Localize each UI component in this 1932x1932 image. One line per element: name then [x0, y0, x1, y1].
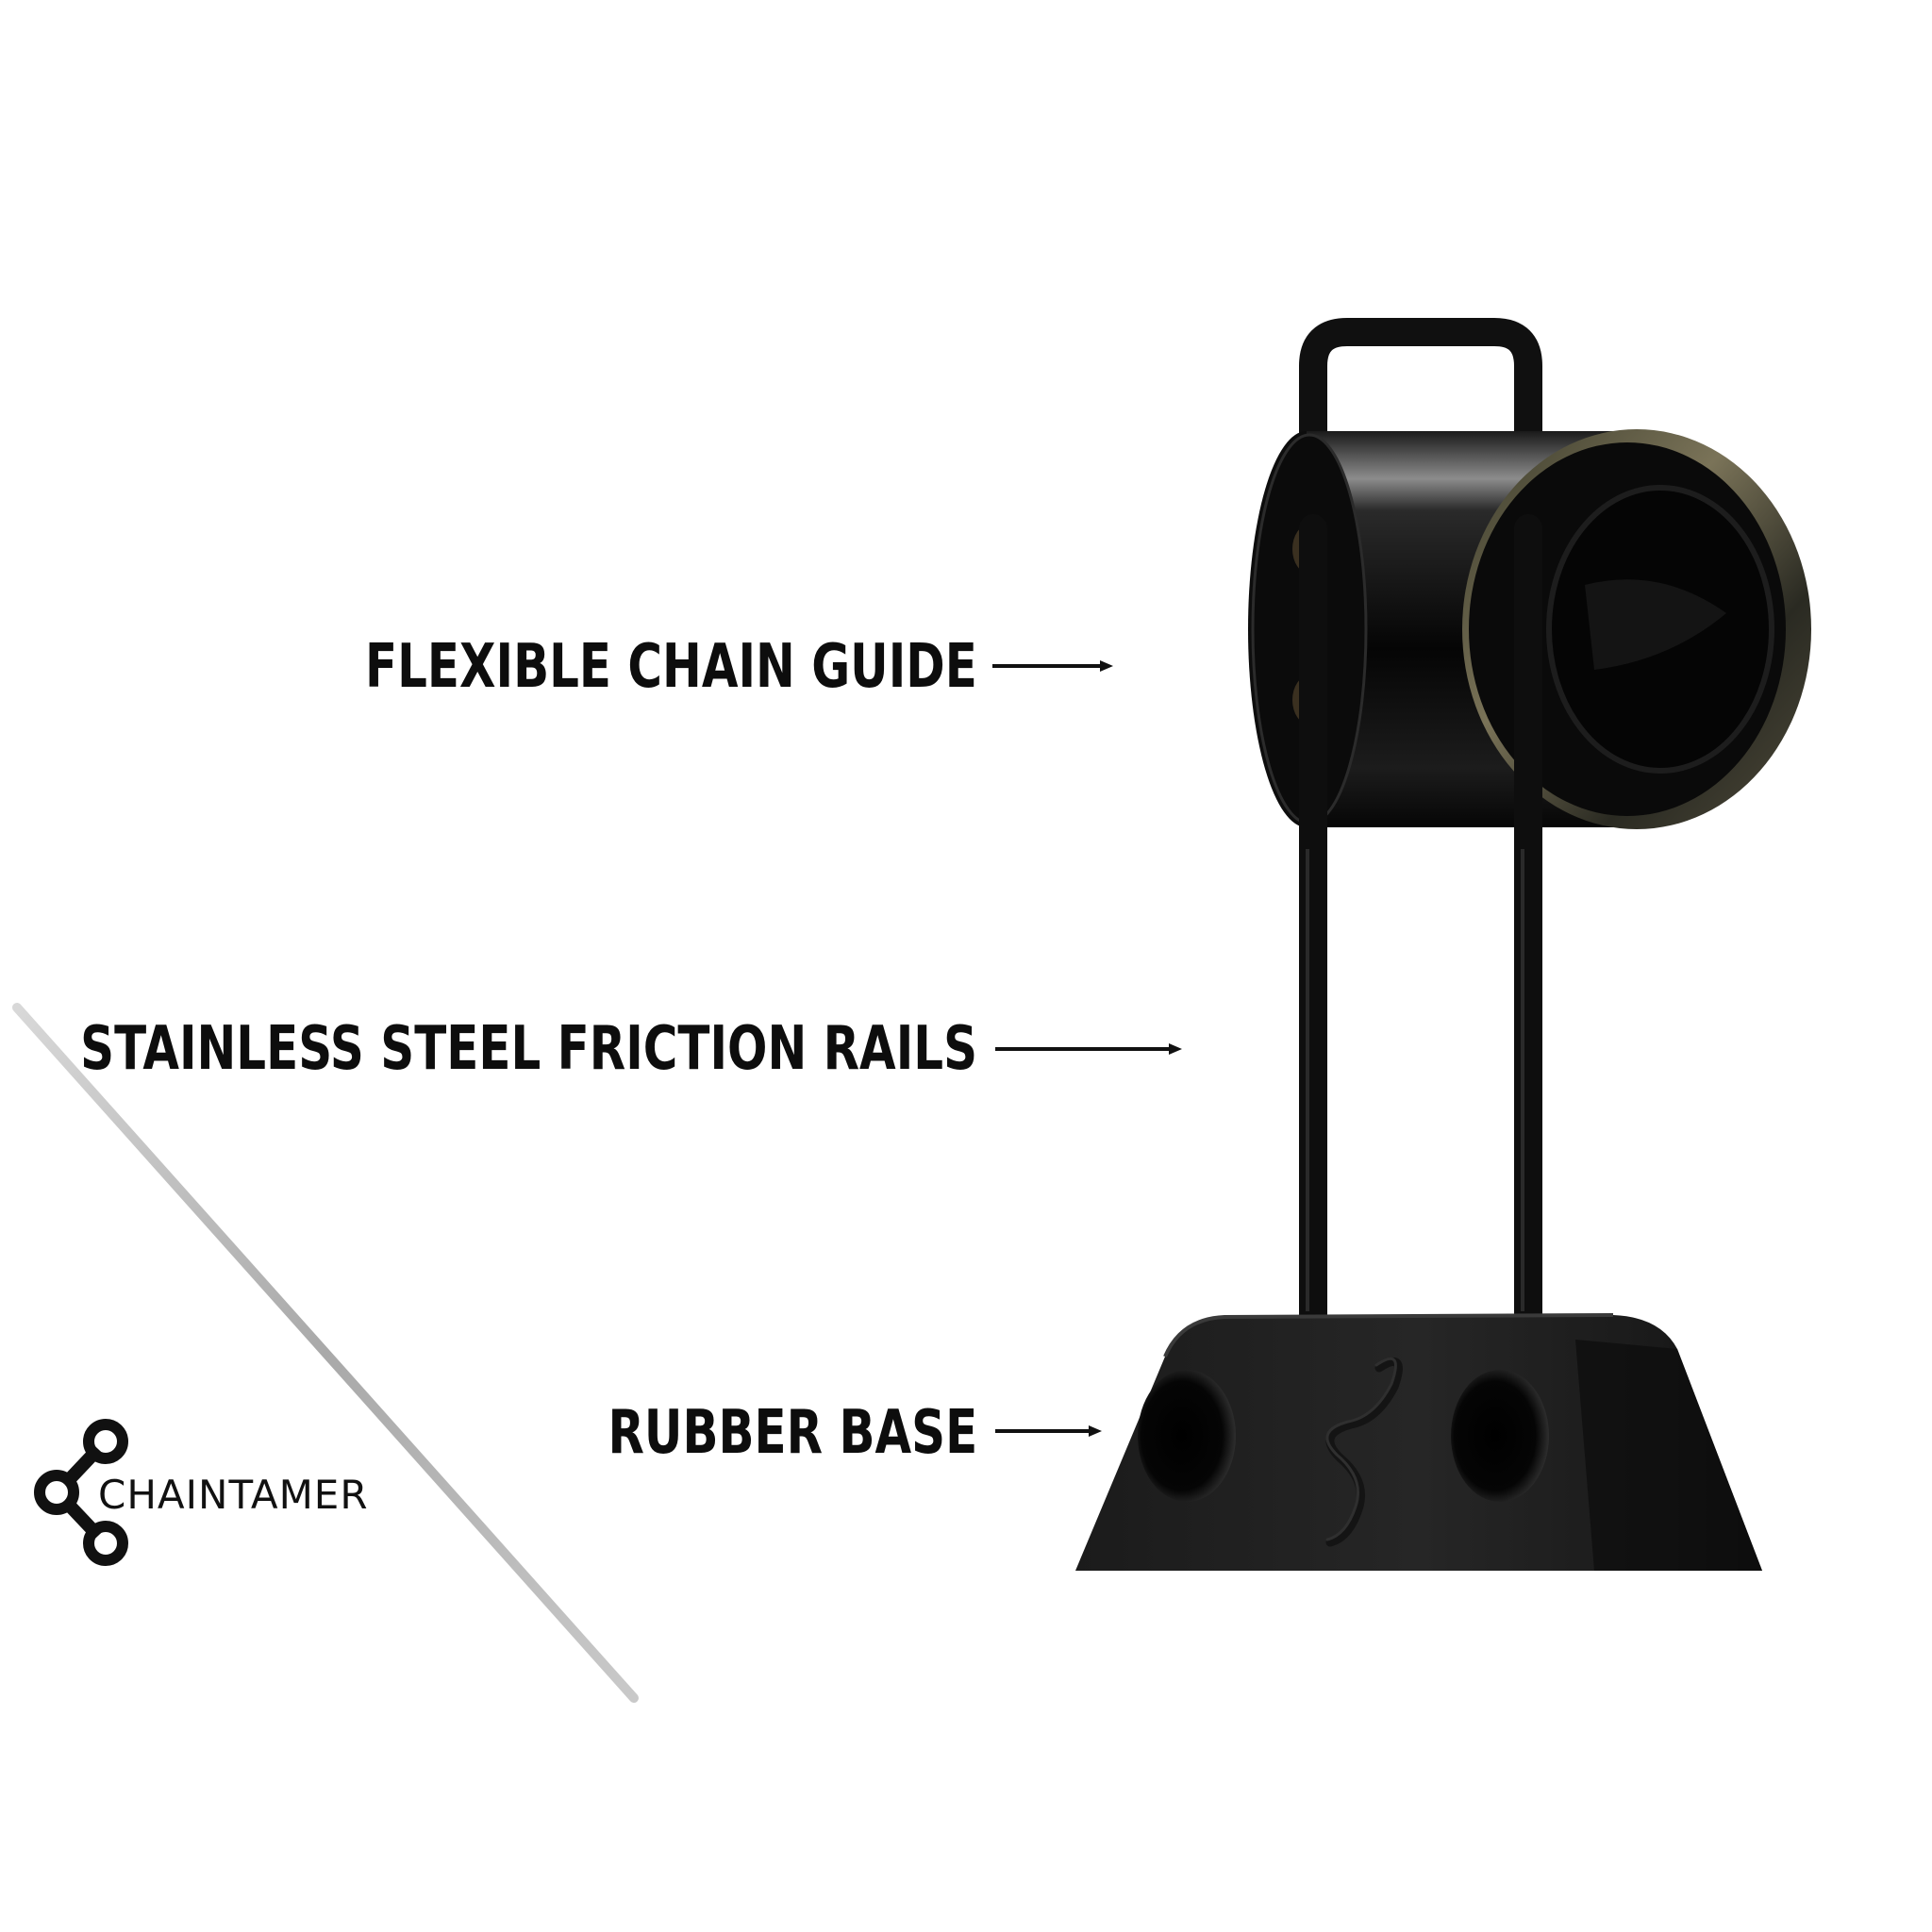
product-chaintamer: [1075, 318, 1811, 1571]
chain-guide-drum: [1248, 429, 1811, 829]
brand-name: CHAINTAMER: [98, 1472, 369, 1518]
chain-link-logo-icon: [34, 1419, 128, 1566]
label-flexible-chain-guide: FLEXIBLE CHAIN GUIDE: [365, 632, 977, 702]
rubber-base: [1075, 1313, 1762, 1571]
label-friction-rails: STAINLESS STEEL FRICTION RAILS: [80, 1014, 977, 1084]
arrow-chain-guide: [992, 660, 1113, 672]
divider-line: [12, 1003, 639, 1703]
arrow-base: [995, 1425, 1102, 1437]
arrow-rails: [995, 1043, 1182, 1055]
rail-loop-top: [1299, 318, 1542, 1316]
label-rubber-base: RUBBER BASE: [608, 1398, 977, 1468]
